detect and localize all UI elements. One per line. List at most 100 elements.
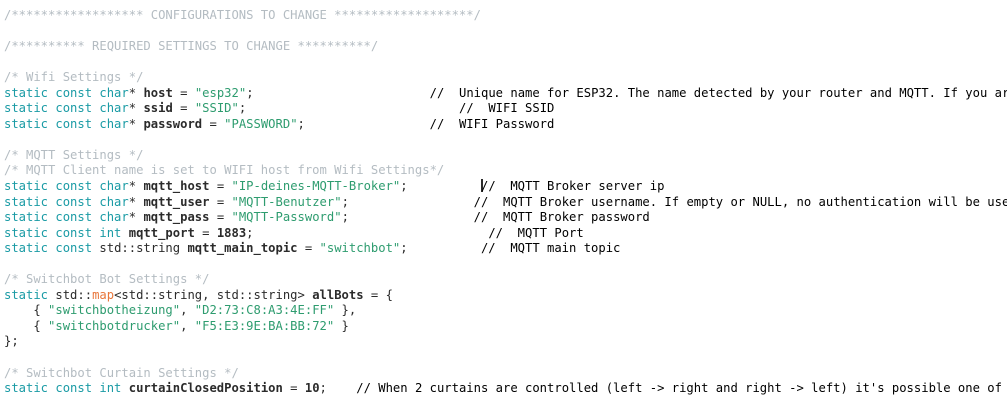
operator: =: [282, 381, 305, 396]
gap: [254, 226, 489, 240]
comma: ,: [180, 303, 195, 318]
keyword: static const char: [4, 116, 129, 131]
keyword: static const char: [4, 101, 129, 116]
line-comment: // MQTT Broker server ip: [480, 179, 665, 194]
entry-close: }: [334, 318, 349, 333]
code-line-blank: [0, 257, 1007, 273]
semicolon: ;: [400, 241, 408, 256]
identifier: mqtt_host: [143, 179, 210, 194]
gap: [254, 86, 430, 100]
code-line-curtain-closed-position: static const int curtainClosedPosition =…: [0, 381, 1007, 397]
entry-open: {: [4, 303, 49, 318]
code-line: /* MQTT Client name is set to WIFI host …: [0, 163, 1007, 179]
code-line-blank: [0, 132, 1007, 148]
operator: =: [297, 241, 320, 256]
string-literal: "MQTT-Password": [231, 210, 342, 225]
keyword: static const char: [4, 85, 129, 100]
block-comment: /* Wifi Settings */: [4, 70, 144, 85]
code-line: /****************** CONFIGURATIONS TO CH…: [0, 8, 1007, 24]
identifier: mqtt_user: [143, 194, 210, 209]
type-name: std::string: [99, 241, 188, 256]
code-line: /********** REQUIRED SETTINGS TO CHANGE …: [0, 39, 1007, 55]
operator: =: [209, 194, 232, 209]
bot-name: "switchbotheizung": [48, 303, 181, 318]
text-caret: [480, 179, 483, 193]
pointer-star: *: [128, 85, 137, 100]
semicolon: ;: [341, 210, 349, 225]
semicolon: ;: [400, 179, 408, 194]
keyword: static const int: [4, 381, 129, 396]
number-literal: 10: [304, 381, 320, 396]
pointer-star: *: [128, 210, 137, 225]
bot-mac: "D2:73:C8:A3:4E:FF": [194, 303, 335, 318]
pointer-star: *: [128, 194, 137, 209]
operator: =: [202, 116, 225, 131]
bot-mac: "F5:E3:9E:BA:BB:72": [194, 318, 335, 333]
keyword: static const char: [4, 210, 129, 225]
operator: =: [194, 225, 217, 240]
line-comment: // WIFI SSID: [458, 101, 555, 116]
gap: [349, 210, 474, 224]
semicolon: ;: [297, 116, 305, 131]
code-line-mqtt-pass: static const char* mqtt_pass = "MQTT-Pas…: [0, 210, 1007, 226]
pointer-star: *: [128, 179, 137, 194]
block-comment: /* MQTT Client name is set to WIFI host …: [4, 163, 445, 178]
identifier: mqtt_port: [128, 225, 195, 240]
code-line-allbots-entry: { "switchbotdrucker", "F5:E3:9E:BA:BB:72…: [0, 319, 1007, 335]
line-comment: // Unique name for ESP32. The name detec…: [429, 85, 1007, 100]
code-line-mqtt-user: static const char* mqtt_user = "MQTT-Ben…: [0, 195, 1007, 211]
identifier: mqtt_pass: [143, 210, 210, 225]
block-comment: /* Switchbot Curtain Settings */: [4, 365, 239, 380]
gap: [246, 101, 459, 115]
keyword: static const int: [4, 225, 129, 240]
code-line: /* MQTT Settings */: [0, 148, 1007, 164]
semicolon: ;: [246, 225, 254, 240]
identifier: mqtt_main_topic: [187, 241, 298, 256]
namespace: std::: [55, 287, 93, 302]
block-comment: /****************** CONFIGURATIONS TO CH…: [4, 8, 481, 22]
code-line-mqtt-host: static const char* mqtt_host = "IP-deine…: [0, 179, 1007, 195]
type-highlight: map: [92, 287, 115, 302]
code-line-allbots-end: };: [0, 334, 1007, 350]
string-literal: "IP-deines-MQTT-Broker": [231, 179, 401, 194]
string-literal: "MQTT-Benutzer": [231, 194, 342, 209]
code-line-wifi-host: static const char* host = "esp32"; // Un…: [0, 86, 1007, 102]
gap: [349, 195, 474, 209]
comma: ,: [180, 318, 195, 333]
semicolon: ;: [341, 194, 349, 209]
gap: [305, 117, 430, 131]
line-comment: // MQTT main topic: [480, 241, 621, 256]
code-line-blank: [0, 24, 1007, 40]
identifier: curtainClosedPosition: [128, 381, 283, 396]
string-literal: "switchbot": [319, 241, 401, 256]
line-comment: // MQTT Broker username. If empty or NUL…: [473, 194, 1007, 209]
close-brace: };: [4, 334, 19, 349]
keyword: static const char: [4, 194, 129, 209]
string-literal: "SSID": [194, 101, 239, 116]
entry-open: {: [4, 318, 49, 333]
operator: =: [363, 287, 386, 302]
operator: =: [172, 85, 195, 100]
semicolon: ;: [246, 85, 254, 100]
string-literal: "esp32": [194, 85, 247, 100]
semicolon: ;: [238, 101, 247, 116]
keyword: static const char: [4, 179, 129, 194]
code-line-allbots-decl: static std::map<std::string, std::string…: [0, 288, 1007, 304]
generic-params: <std::string, std::string>: [114, 287, 313, 302]
keyword: static const: [4, 241, 100, 256]
line-comment: // MQTT Broker password: [473, 210, 650, 225]
code-line-clipped: [0, 397, 1007, 413]
open-brace: {: [385, 287, 393, 302]
entry-close: },: [334, 303, 357, 318]
code-line-mqtt-main-topic: static const std::string mqtt_main_topic…: [0, 241, 1007, 257]
gap: [327, 381, 356, 395]
code-line-allbots-entry: { "switchbotheizung", "D2:73:C8:A3:4E:FF…: [0, 303, 1007, 319]
operator: =: [209, 179, 232, 194]
code-line-wifi-ssid: static const char* ssid = "SSID"; // WIF…: [0, 101, 1007, 117]
block-comment: /* Switchbot Bot Settings */: [4, 272, 210, 287]
identifier: ssid: [143, 101, 173, 116]
block-comment: /* MQTT Settings */: [4, 147, 144, 162]
line-comment: // When 2 curtains are controlled (left …: [356, 381, 1007, 396]
number-literal: 1883: [216, 225, 247, 240]
